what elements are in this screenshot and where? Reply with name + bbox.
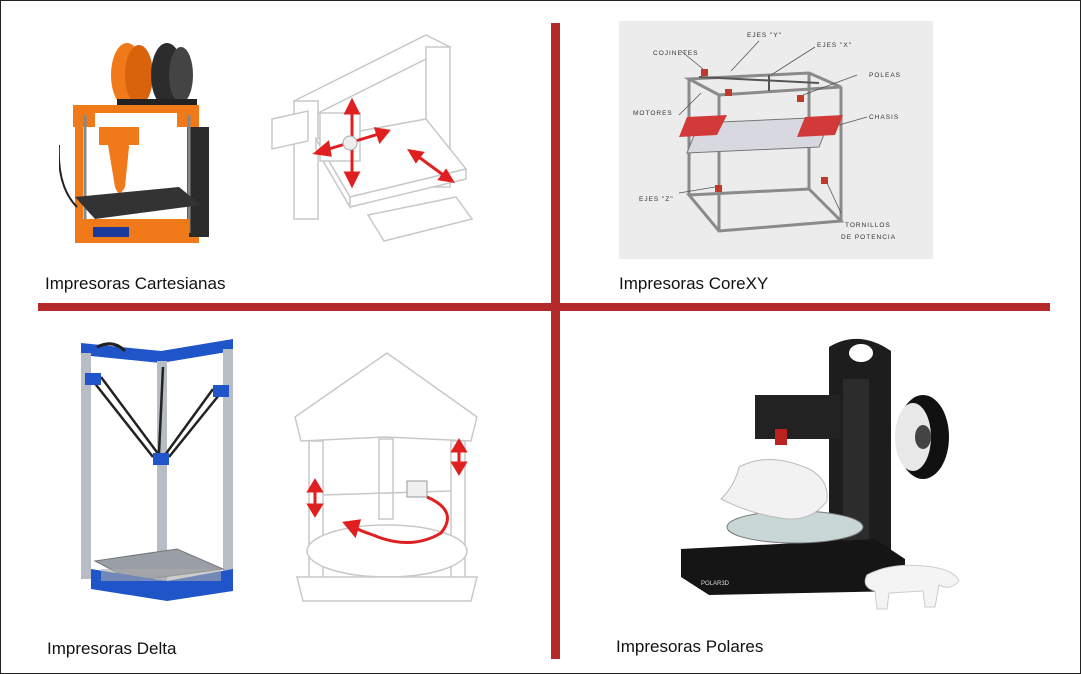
polar-brand-text: POLAR3D — [701, 581, 730, 587]
vertical-divider — [551, 23, 560, 659]
delta-schematic — [294, 352, 478, 602]
corexy-leader-lines — [678, 40, 868, 214]
label-motores: MOTORES — [633, 110, 673, 117]
delta-arms — [92, 366, 220, 458]
polar-base — [681, 539, 905, 595]
label-tornillos: TORNILLOS — [845, 222, 891, 229]
caption-polar: Impresoras Polares — [616, 637, 764, 656]
corexy-bed — [686, 116, 832, 154]
delta-printer-photo — [81, 339, 233, 601]
lcd-screen — [93, 227, 129, 237]
label-ejes-x: EJES "X" — [817, 42, 852, 49]
printed-part — [107, 137, 129, 193]
caption-corexy: Impresoras CoreXY — [619, 274, 769, 293]
polar-printer-photo: POLAR3D — [681, 338, 960, 610]
label-cojinetes: COJINETES — [653, 50, 698, 57]
label-poleas: POLEAS — [869, 72, 901, 79]
cartesian-printer-photo — [59, 43, 209, 243]
delta-frame — [81, 339, 233, 601]
label-ejes-z: EJES "Z" — [639, 196, 674, 203]
cartesian-schematic — [271, 34, 474, 242]
print-bed — [75, 187, 201, 219]
label-de-potencia: DE POTENCIA — [841, 234, 896, 241]
polar-spool — [895, 395, 949, 479]
horizontal-divider — [38, 303, 1050, 311]
label-chasis: CHASIS — [869, 114, 899, 121]
label-ejes-y: EJES "Y" — [747, 32, 782, 39]
printed-polar-bear — [864, 564, 960, 610]
printed-dinosaur-skull — [720, 458, 828, 520]
delta-motion-arrows — [306, 438, 468, 545]
caption-delta: Impresoras Delta — [47, 639, 177, 658]
corexy-diagram: COJINETES EJES "Y" EJES "X" POLEAS MOTOR… — [619, 21, 933, 259]
caption-cartesian: Impresoras Cartesianas — [45, 274, 226, 293]
